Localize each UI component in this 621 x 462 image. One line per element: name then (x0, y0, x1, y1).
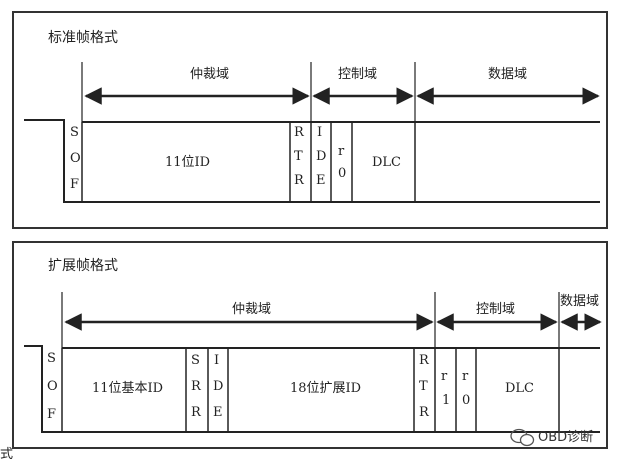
standard-sof-label: S O F (70, 125, 81, 192)
svg-text:1: 1 (442, 393, 450, 408)
watermark-text: OBD诊断 (538, 430, 593, 445)
svg-text:O: O (70, 151, 81, 166)
svg-text:0: 0 (462, 393, 470, 408)
standard-ide-label: I D E (316, 125, 326, 188)
svg-text:I: I (317, 125, 322, 140)
svg-text:R: R (191, 405, 202, 420)
watermark: OBD诊断 (510, 428, 593, 447)
left-edge-fragment-text: 式 (0, 447, 13, 462)
svg-text:S: S (191, 353, 200, 368)
svg-text:E: E (213, 405, 223, 420)
standard-arbitration-label: 仲裁域 (190, 66, 229, 82)
svg-text:I: I (214, 353, 219, 368)
standard-dlc-label: DLC (372, 155, 401, 170)
extended-r1-label: r 1 (441, 369, 450, 408)
standard-data-label: 数据域 (488, 67, 527, 82)
svg-text:r: r (441, 369, 448, 384)
svg-text:O: O (47, 379, 58, 394)
standard-r0-label: r 0 (338, 144, 346, 181)
standard-rtr-label: R T R (294, 125, 305, 188)
extended-r0-label: r 0 (462, 369, 470, 408)
standard-waveform-lead (24, 119, 82, 203)
svg-text:R: R (419, 353, 430, 368)
standard-frame-title: 标准帧格式 (48, 30, 118, 46)
extended-id11-label: 11位基本ID (92, 381, 163, 396)
extended-sof-label: S O F (47, 351, 58, 422)
svg-text:D: D (316, 149, 326, 164)
extended-control-label: 控制域 (476, 302, 515, 317)
svg-text:F: F (47, 407, 56, 422)
standard-control-label: 控制域 (338, 67, 377, 82)
svg-text:F: F (70, 177, 79, 192)
extended-ide-label: I D E (213, 353, 223, 420)
extended-frame-title: 扩展帧格式 (48, 258, 118, 274)
svg-text:S: S (70, 125, 79, 140)
extended-frame-panel: 扩展帧格式 仲裁域 控制域 数据域 S O F 11位基本ID S R R (12, 241, 608, 449)
svg-text:T: T (294, 149, 303, 164)
extended-data-label: 数据域 (560, 294, 599, 309)
svg-text:R: R (294, 125, 305, 140)
standard-id11-label: 11位ID (165, 155, 210, 170)
svg-text:R: R (419, 405, 430, 420)
extended-waveform-lead (24, 345, 62, 433)
extended-srr-label: S R R (191, 353, 202, 420)
wechat-icon (510, 428, 535, 447)
svg-text:r: r (338, 144, 345, 159)
svg-text:E: E (316, 173, 326, 188)
extended-frame-border (12, 241, 608, 449)
svg-text:D: D (213, 379, 223, 394)
standard-frame-border (12, 11, 608, 229)
svg-text:r: r (462, 369, 469, 384)
extended-dlc-label: DLC (505, 381, 534, 396)
svg-text:0: 0 (338, 166, 346, 181)
extended-rtr-label: R T R (419, 353, 430, 420)
extended-arbitration-label: 仲裁域 (232, 301, 271, 317)
svg-text:S: S (47, 351, 56, 366)
extended-id18-label: 18位扩展ID (290, 381, 361, 396)
svg-text:R: R (191, 379, 202, 394)
svg-text:R: R (294, 173, 305, 188)
svg-text:T: T (419, 379, 428, 394)
standard-frame-panel: 标准帧格式 仲裁域 控制域 数据域 S O F 11位ID (12, 11, 608, 229)
